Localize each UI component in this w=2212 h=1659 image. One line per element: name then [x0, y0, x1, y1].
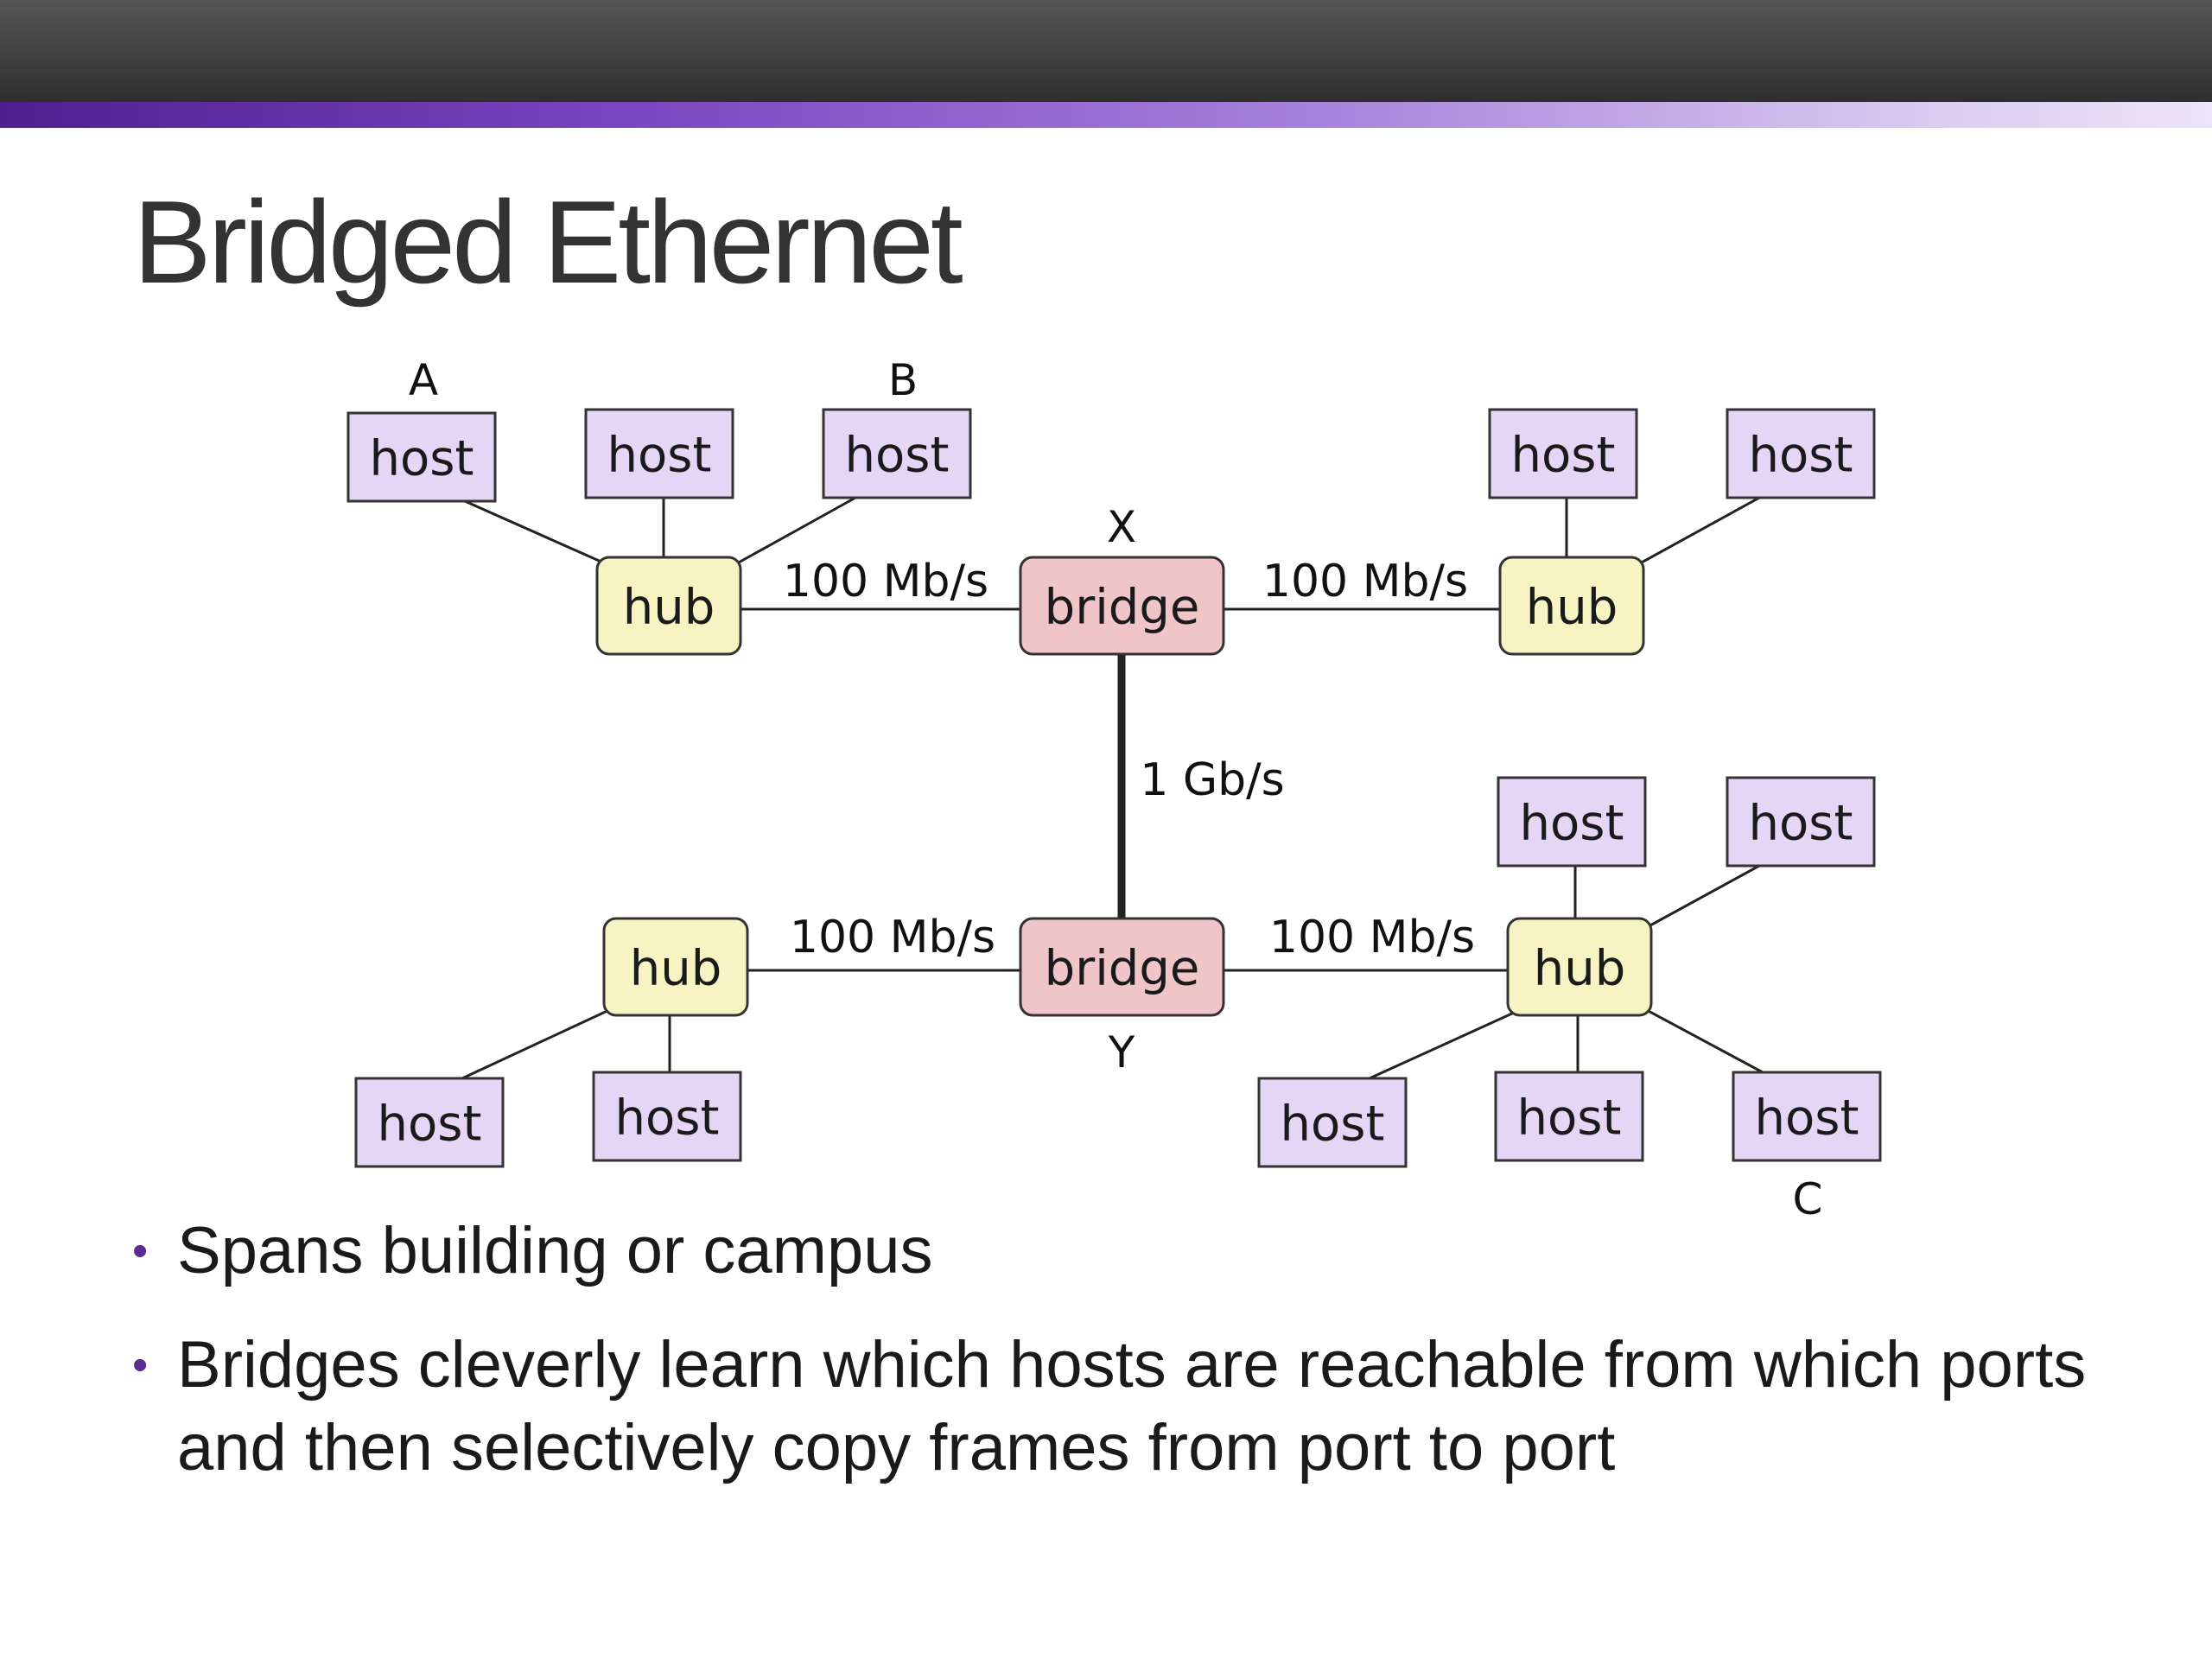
- slide-title: Bridged Ethernet: [133, 176, 963, 308]
- host-node: host: [1732, 1071, 1882, 1162]
- host-node: host: [1488, 408, 1638, 499]
- diagram-connections: [461, 496, 1764, 1080]
- host-label: host: [1281, 1096, 1385, 1153]
- hub-label: hub: [1534, 941, 1626, 997]
- link-speed-label: 100 Mb/s: [783, 556, 988, 607]
- host-node: host: [354, 1077, 505, 1168]
- host-label: host: [1520, 796, 1624, 852]
- host-box: [822, 408, 972, 499]
- bridge-tag-x: X: [1107, 502, 1136, 552]
- network-link-line: [1369, 1011, 1515, 1080]
- network-link-line: [1639, 496, 1760, 565]
- host-box: [1494, 1071, 1644, 1162]
- slide-accent-bar: [0, 102, 2212, 128]
- bridge-node: bridge: [1019, 917, 1225, 1017]
- host-box: [1257, 1077, 1408, 1168]
- bullet-icon: •: [132, 1226, 149, 1276]
- network-link-line: [464, 499, 606, 565]
- host-box: [1726, 408, 1876, 499]
- bridge-label: bridge: [1045, 580, 1200, 636]
- hub-label: hub: [630, 941, 722, 997]
- link-speed-label: 100 Mb/s: [1269, 912, 1475, 963]
- host-label: host: [845, 428, 950, 484]
- hub-label: hub: [623, 580, 715, 636]
- host-label: host: [370, 431, 474, 487]
- hub-label: hub: [1526, 580, 1618, 636]
- bullet-text: Bridges cleverly learn which hosts are r…: [177, 1328, 2087, 1484]
- host-label: host: [1749, 796, 1853, 852]
- hub-node: hub: [595, 556, 742, 656]
- host-node: host: [592, 1071, 742, 1162]
- hub-box: [1506, 917, 1653, 1017]
- hub-box: [1498, 556, 1645, 656]
- host-box: [1497, 776, 1647, 868]
- bridge-tag-y: Y: [1108, 1027, 1135, 1077]
- bullet-item: • Spans building or campus: [130, 1210, 2169, 1293]
- host-node: host: [1497, 776, 1647, 868]
- host-label: host: [1749, 428, 1853, 484]
- host-box: [354, 1077, 505, 1168]
- bridge-label: bridge: [1045, 941, 1200, 997]
- host-box: [1726, 776, 1876, 868]
- diagram-labels: 100 Mb/s 100 Mb/s 100 Mb/s 100 Mb/s 1 Gb/s A B…: [409, 355, 1823, 1224]
- link-speed-label: 100 Mb/s: [1262, 556, 1468, 607]
- host-label: host: [1517, 1090, 1622, 1147]
- bullet-text: Spans building or campus: [177, 1214, 933, 1287]
- host-node: host: [1257, 1077, 1408, 1168]
- slide-header-bar: [0, 0, 2212, 102]
- link-speed-label: 100 Mb/s: [790, 912, 995, 963]
- host-box: [584, 408, 734, 499]
- diagram-nodes: host host host host host hub bridge hub host host…: [346, 408, 1882, 1168]
- host-label: host: [615, 1090, 720, 1147]
- hub-box: [595, 556, 742, 656]
- bullet-item: • Bridges cleverly learn which hosts are …: [130, 1324, 2169, 1490]
- host-box: [1488, 408, 1638, 499]
- backbone-speed-label: 1 Gb/s: [1140, 754, 1285, 806]
- host-box: [1732, 1071, 1882, 1162]
- host-tag-a: A: [409, 355, 438, 405]
- hub-node: hub: [1498, 556, 1645, 656]
- bridge-box: [1019, 556, 1225, 656]
- host-node: host: [1494, 1071, 1644, 1162]
- host-label: host: [1511, 428, 1616, 484]
- network-link-line: [1644, 1007, 1764, 1074]
- host-box: [346, 411, 497, 503]
- network-link-line: [736, 496, 856, 565]
- hub-node: hub: [602, 917, 749, 1017]
- network-link-line: [1648, 864, 1760, 928]
- hub-node: hub: [1506, 917, 1653, 1017]
- host-tag-b: B: [888, 355, 918, 405]
- hub-box: [602, 917, 749, 1017]
- host-node: host: [346, 411, 497, 503]
- bridge-box: [1019, 917, 1225, 1017]
- network-link-line: [461, 1007, 612, 1080]
- host-label: host: [607, 428, 712, 484]
- host-label: host: [1755, 1090, 1859, 1147]
- host-node: host: [822, 408, 972, 499]
- bridge-node: bridge: [1019, 556, 1225, 656]
- host-node: host: [1726, 776, 1876, 868]
- host-box: [592, 1071, 742, 1162]
- host-tag-c: C: [1793, 1174, 1823, 1224]
- host-node: host: [584, 408, 734, 499]
- host-node: host: [1726, 408, 1876, 499]
- bullet-list: • Spans building or campus • Bridges cleve…: [130, 1210, 2169, 1521]
- host-label: host: [378, 1096, 482, 1153]
- bullet-icon: •: [132, 1340, 149, 1390]
